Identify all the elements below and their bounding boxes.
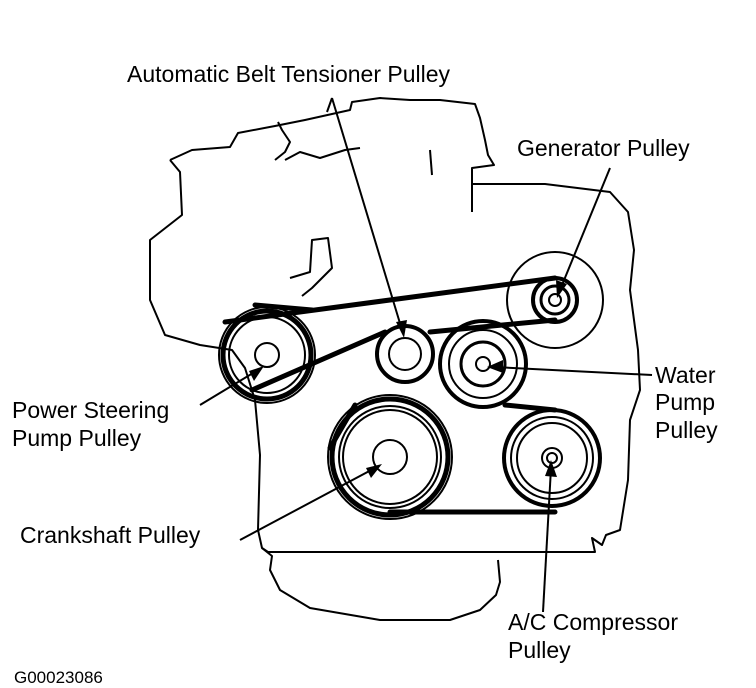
label-water-pump-line1: Water: [655, 362, 716, 388]
leader-ac-compressor: [542, 460, 557, 613]
crankshaft-pulley: [327, 394, 453, 520]
label-automatic-belt-tensioner-pulley: Automatic Belt Tensioner Pulley: [127, 61, 451, 87]
ac-compressor-pulley: [502, 408, 602, 508]
label-power-steering-line2: Pump Pulley: [12, 425, 142, 451]
automatic-belt-tensioner-pulley: [375, 324, 435, 384]
label-crankshaft-pulley: Crankshaft Pulley: [20, 522, 201, 548]
engine-outline: [149, 97, 641, 621]
power-steering-pump-pulley: [218, 306, 316, 404]
label-water-pump-line2: Pump: [655, 389, 715, 415]
leader-tensioner: [326, 97, 407, 338]
leader-crankshaft: [239, 464, 382, 541]
label-power-steering-line1: Power Steering: [12, 397, 169, 423]
belt-segment: [252, 302, 315, 313]
label-generator-pulley: Generator Pulley: [517, 135, 690, 161]
leader-generator: [556, 167, 611, 298]
figure-code: G00023086: [14, 668, 103, 687]
belt-segment: [249, 329, 388, 393]
belt-segment: [427, 317, 558, 335]
leader-water-pump: [487, 360, 653, 376]
label-ac-compressor-line2: Pulley: [508, 637, 571, 663]
leader-power-steering: [199, 366, 264, 406]
label-water-pump-line3: Pulley: [655, 417, 718, 443]
water-pump-pulley: [438, 319, 528, 409]
belt-segment: [222, 275, 558, 325]
generator-pulley: [506, 251, 604, 349]
label-ac-compressor-line1: A/C Compressor: [508, 609, 678, 635]
